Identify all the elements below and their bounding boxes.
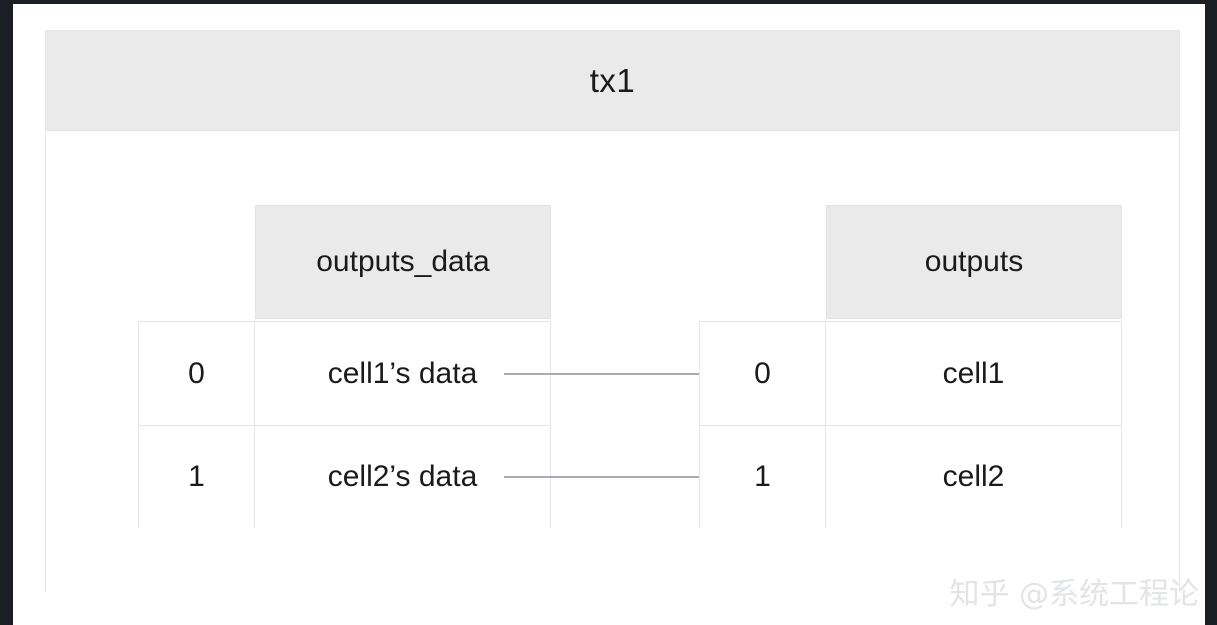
page-frame-right-bar (1205, 0, 1217, 625)
row-value-cell: cell1 (826, 322, 1121, 425)
watermark-text: 知乎 @系统工程论 (949, 577, 1199, 612)
entity-outputs: outputs 0 cell1 1 cell2 (699, 205, 1122, 528)
entity-header-outputs: outputs (826, 205, 1122, 319)
row-index-cell: 1 (139, 425, 255, 528)
row-index-cell: 0 (139, 322, 255, 425)
entity-header-outputs-data: outputs_data (255, 205, 551, 319)
entity-header-label: outputs (924, 245, 1024, 278)
connector-line-row-0 (504, 373, 702, 375)
entity-rows-outputs: 0 cell1 1 cell2 (699, 321, 1122, 528)
entity-outputs-data: outputs_data 0 cell1’s data 1 cell2’s da… (91, 205, 551, 528)
row-index-cell: 0 (700, 322, 826, 425)
entity-header-label: outputs_data (316, 245, 490, 278)
row-value-cell: cell1’s data (255, 322, 550, 425)
diagram-card-body: outputs_data 0 cell1’s data 1 cell2’s da… (46, 131, 1179, 592)
page-frame-top-bar (0, 0, 1217, 4)
row-index-cell: 1 (700, 425, 826, 528)
diagram-card-header: tx1 (46, 31, 1179, 131)
diagram-card: tx1 outputs_data 0 cell1’s data 1 cell2’… (45, 30, 1180, 592)
entity-rows-outputs-data: 0 cell1’s data 1 cell2’s data (138, 321, 551, 528)
row-value-cell: cell2’s data (255, 425, 550, 528)
row-value-cell: cell2 (826, 425, 1121, 528)
page-frame-left-bar (0, 0, 13, 625)
connector-line-row-1 (504, 476, 702, 478)
diagram-title: tx1 (589, 61, 636, 99)
